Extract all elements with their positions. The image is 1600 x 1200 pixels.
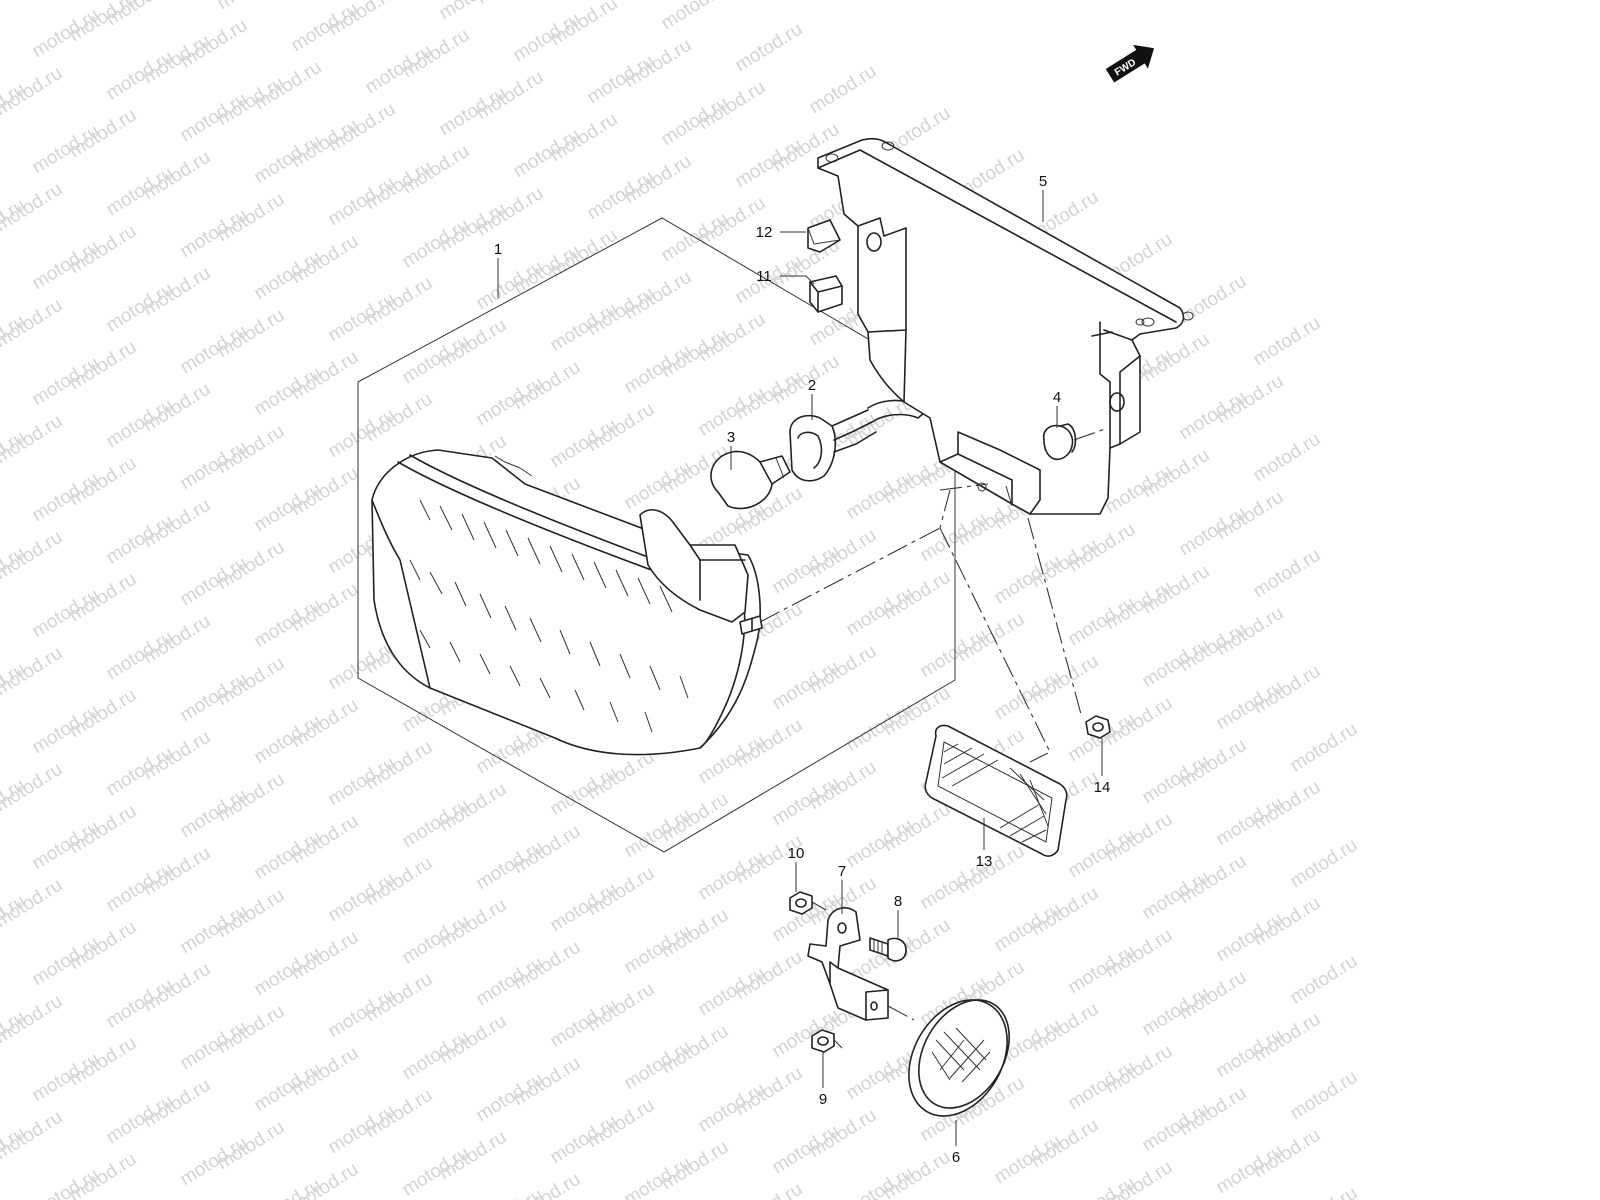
watermark-text: motod.ru	[1250, 545, 1325, 603]
callout-labels: 1 2 3 4 5 12 11 13 14 7 8 10 9 6	[494, 173, 1111, 1166]
screw-part-8	[869, 937, 907, 962]
watermark-text: motod.ru	[1250, 429, 1325, 487]
callout-14: 14	[1094, 779, 1111, 796]
watermark-text: motod.ru	[1065, 1173, 1140, 1200]
callout-9: 9	[819, 1091, 827, 1108]
callout-5: 5	[1039, 173, 1047, 190]
callout-11: 11	[756, 268, 772, 285]
tail-lamp-housing	[371, 449, 763, 756]
round-reflector-part-6	[908, 999, 1010, 1117]
pad-part-11	[809, 275, 843, 313]
watermark-text: motod.ru	[732, 19, 807, 77]
callout-13: 13	[976, 853, 993, 870]
callout-2: 2	[808, 377, 816, 394]
leader-lines	[497, 190, 1103, 1146]
watermark-text: motod.ru	[806, 61, 881, 119]
grommet-part-4	[1042, 423, 1077, 461]
watermark-text: motod.ru	[473, 1185, 548, 1200]
watermark-text: motod.ru	[621, 1153, 696, 1200]
watermark-text: motod.ru	[732, 1179, 807, 1200]
callout-4: 4	[1053, 389, 1061, 406]
watermark-text: motod.ru	[1287, 835, 1362, 893]
watermark-text: motod.ru	[1287, 1183, 1362, 1200]
watermark-text: motod.ru	[1287, 1067, 1362, 1125]
watermark-text: motod.ru	[658, 0, 733, 34]
callout-10: 10	[788, 845, 805, 862]
watermark-text: motod.ru	[1287, 951, 1362, 1009]
nut-part-9	[811, 1029, 835, 1053]
watermark-text: motod.ru	[214, 0, 289, 14]
callout-1: 1	[494, 241, 502, 258]
watermark-text: motod.ru	[473, 0, 548, 8]
callout-3: 3	[727, 429, 735, 446]
fwd-arrow-icon: FWD	[1105, 44, 1155, 83]
nut-part-10	[789, 891, 813, 915]
watermark-text: motod.ru	[1250, 313, 1325, 371]
nut-part-14	[1085, 715, 1111, 739]
reflector-part-13	[924, 724, 1068, 857]
callout-8: 8	[894, 893, 902, 910]
callout-12: 12	[756, 224, 773, 241]
watermark-text: motod.ru	[436, 0, 511, 24]
assembly-box-part-1	[357, 217, 956, 853]
watermark-text: motod.ru	[0, 0, 66, 4]
watermark-text: motod.ru	[1287, 719, 1362, 777]
bracket-part-7	[807, 907, 889, 1021]
callout-6: 6	[952, 1149, 960, 1166]
bracket-part-5	[817, 137, 1194, 515]
assembly-lines	[759, 427, 1109, 1049]
callout-7: 7	[838, 863, 846, 880]
watermark-text: motod.ru	[251, 1175, 326, 1200]
pad-part-12	[807, 219, 841, 253]
